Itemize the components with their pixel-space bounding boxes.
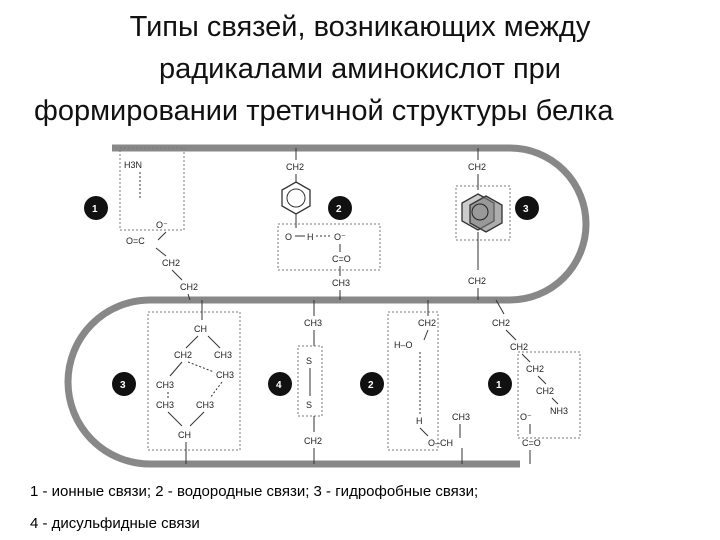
legend-line-1: 1 - ионные связи; 2 - водородные связи; … [30,483,479,500]
badge-hbond-bottom: 2 [360,372,384,396]
label-ch3-2: CH3 [214,350,232,360]
label-ch2-8: CH2 [418,318,436,328]
label-o-1: O [285,232,292,242]
label-ch3-8: CH3 [452,412,470,422]
box-hbond-top [277,223,381,271]
box-disulfide [297,345,323,417]
badge-disulfide: 4 [268,372,292,396]
label-h-1: H [307,232,314,242]
label-ch3-6: CH3 [196,400,214,410]
label-ch2-1: CH2 [162,258,180,268]
box-hydrophobic-bottom [147,311,241,451]
label-ch2-10: CH2 [510,342,528,352]
label-ch3-3: CH3 [156,380,174,390]
label-s-1: S [306,356,312,366]
label-ch2-6: CH2 [174,350,192,360]
label-h3n: H3N [124,160,142,170]
svg-text:1: 1 [496,380,502,391]
label-ch2-3: CH2 [286,162,304,172]
label-ch3-5: CH3 [156,400,174,410]
label-h-2: H [416,416,423,426]
label-ch2-11: CH2 [526,364,544,374]
svg-text:2: 2 [368,380,374,391]
label-ch3-7: CH3 [304,318,322,328]
legend-line-2: 4 - дисульфидные связи [30,515,200,532]
label-o-ch: O–CH [428,438,453,448]
label-ch-1: CH [194,324,207,334]
label-ch2-7: CH2 [304,436,322,446]
label-h-o: H–O [394,340,413,350]
badge-hydrophobic-top: 3 [515,196,539,220]
box-ionic-bottom [517,351,581,439]
title-line-3: формировании третичной структуры белка [34,95,614,127]
badge-hydrophobic-bottom: 3 [112,372,136,396]
label-ch2-4: CH2 [468,162,486,172]
svg-text:3: 3 [120,380,126,391]
polypeptide-chain [64,144,590,468]
box-hydrophobic-top [455,185,511,241]
title-line-1: Типы связей, возникающих между [129,11,591,43]
box-ionic-top [119,147,185,231]
label-ch3-1: CH3 [332,278,350,288]
label-oc-1: O=C [126,236,145,246]
label-ch2-12: CH2 [536,386,554,396]
label-ch2-2: CH2 [180,282,198,292]
svg-text:2: 2 [336,204,342,215]
label-o-minus-2: O⁻ [334,232,346,242]
label-ch3-4: CH3 [216,370,234,380]
label-ch2-5: CH2 [468,276,486,286]
label-ch-2: CH [178,430,191,440]
tyrosine-ring [281,181,311,215]
slide-title: Типы связей, возникающих между радикалам… [0,6,720,132]
phenyl-ring-2 [469,195,503,233]
label-c-eq-o-2: C=O [522,438,541,448]
badge-ionic-bottom: 1 [488,372,512,396]
label-o-minus-3: O⁻ [520,412,532,422]
box-hbond-bottom [387,311,439,451]
title-line-2: радикалами аминокислот при [159,53,561,85]
svg-text:3: 3 [523,204,529,215]
label-s-2: S [306,400,312,410]
badge-ionic-top: 1 [84,196,108,220]
svg-text:1: 1 [92,204,98,215]
label-o-minus-1: O⁻ [156,220,168,230]
label-nh3: NH3 [550,406,568,416]
label-c-eq-o-1: C=O [332,254,351,264]
label-ch2-9: CH2 [492,318,510,328]
svg-text:4: 4 [276,380,282,391]
badge-hbond-top: 2 [328,196,352,220]
